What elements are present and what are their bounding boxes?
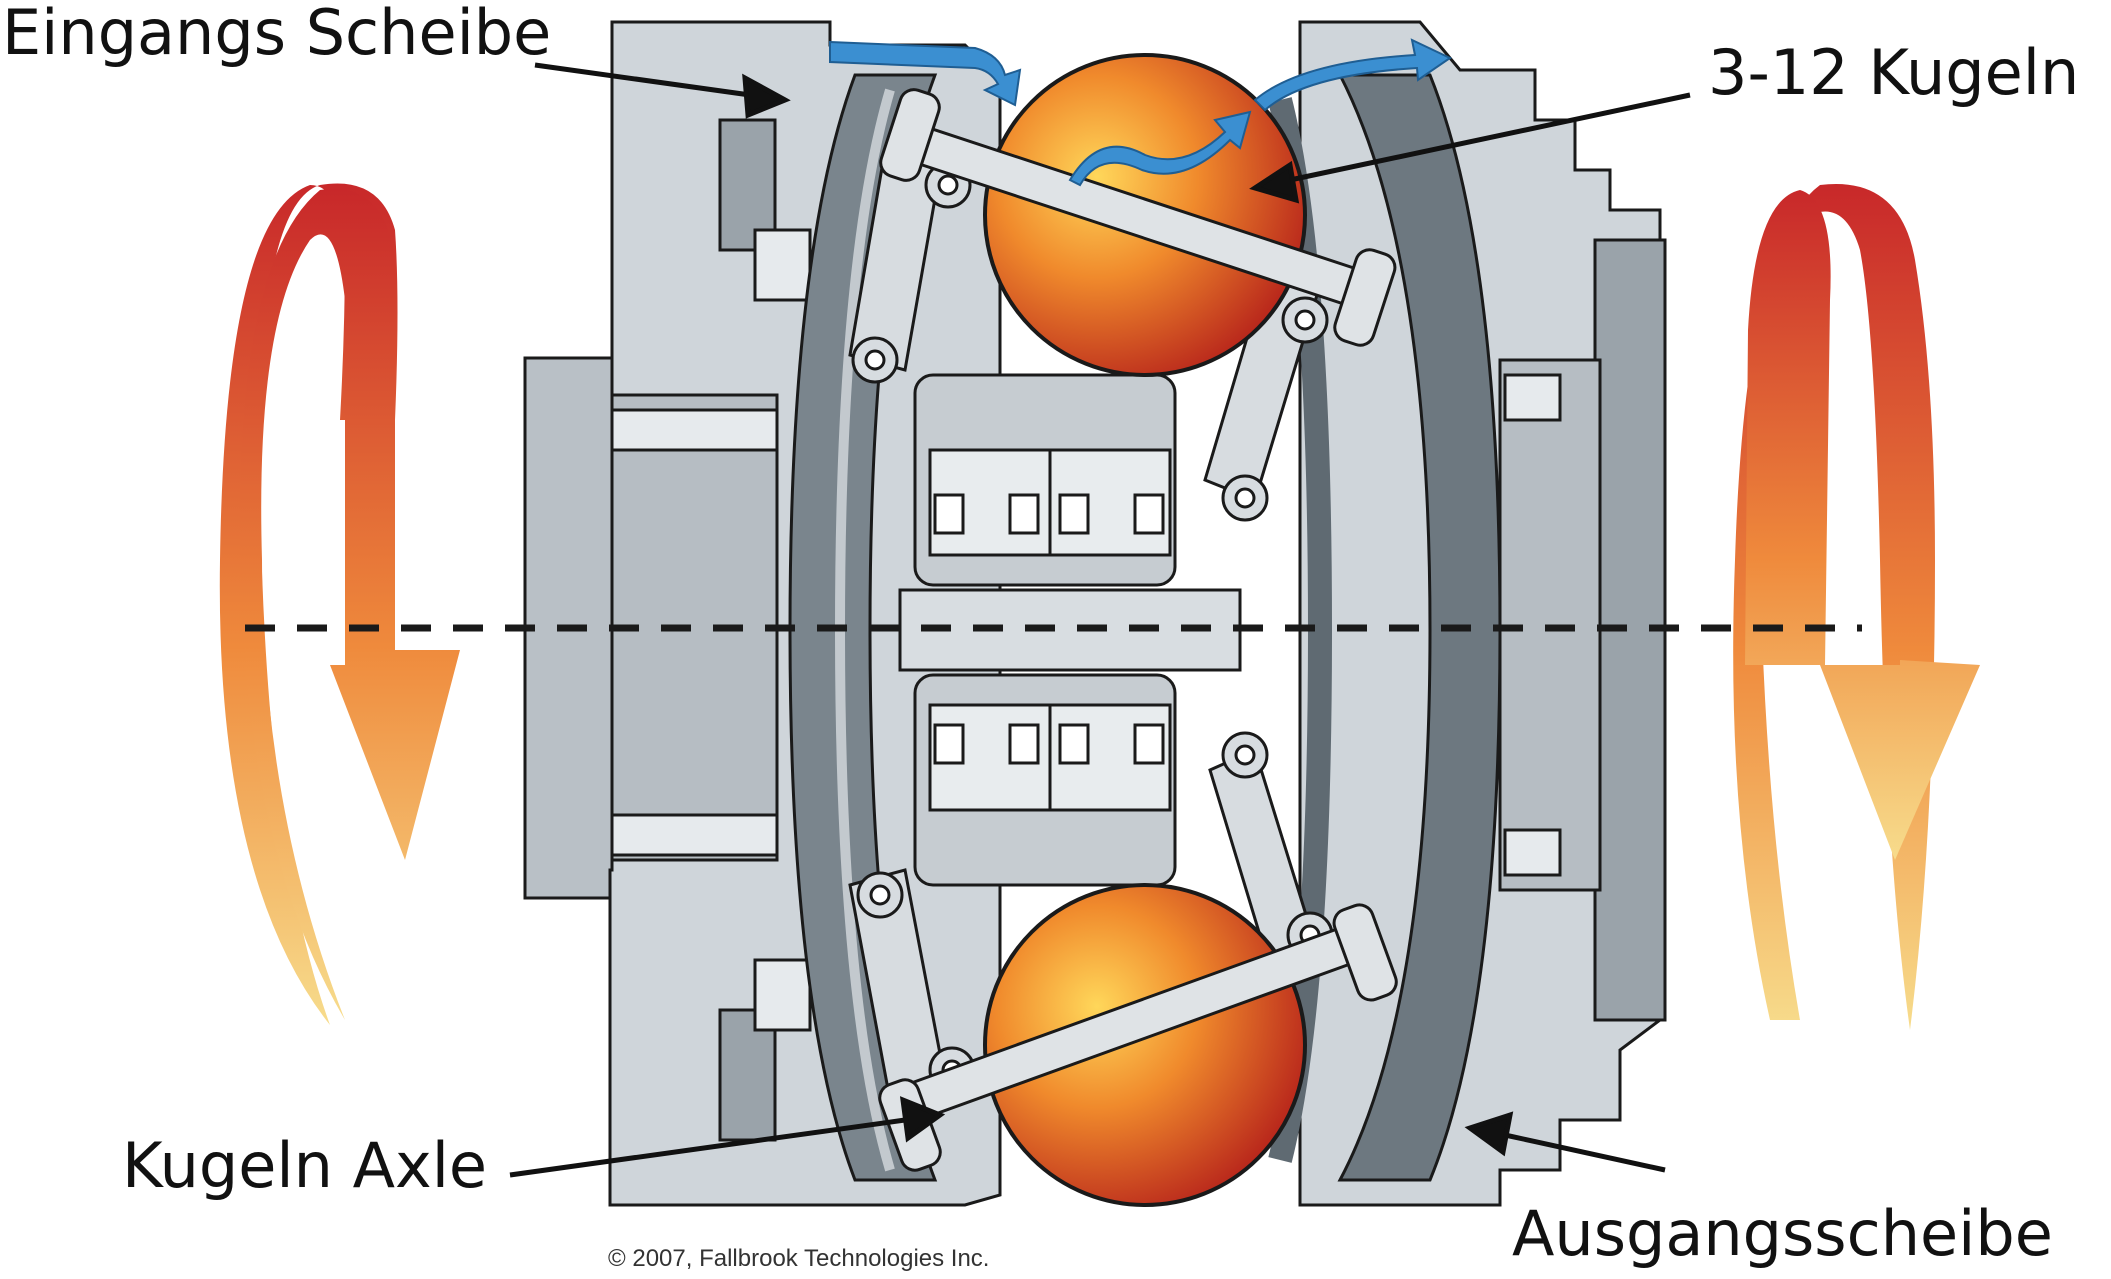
leader-arrows [509,62,1691,1178]
flow-arrow-icon [829,40,1022,107]
flow-arrow-icon [1253,38,1452,112]
linkages [848,147,1334,1103]
copyright-note: © 2007, Fallbrook Technologies Inc. [608,1245,990,1272]
ball-icon [983,883,1307,1207]
flow-arrow-icon [1068,110,1252,187]
rotation-arrow-icon [1733,183,1980,1030]
flow-arrows [829,38,1452,187]
center-carrier [898,373,1242,887]
label-output-disc: Ausgangsscheibe [1512,1197,2053,1270]
label-input-disc: Eingangs Scheibe [2,0,552,69]
label-balls: 3-12 Kugeln [1708,36,2080,109]
rotation-arrow-icon [219,183,460,1025]
label-ball-axle: Kugeln Axle [122,1129,488,1202]
